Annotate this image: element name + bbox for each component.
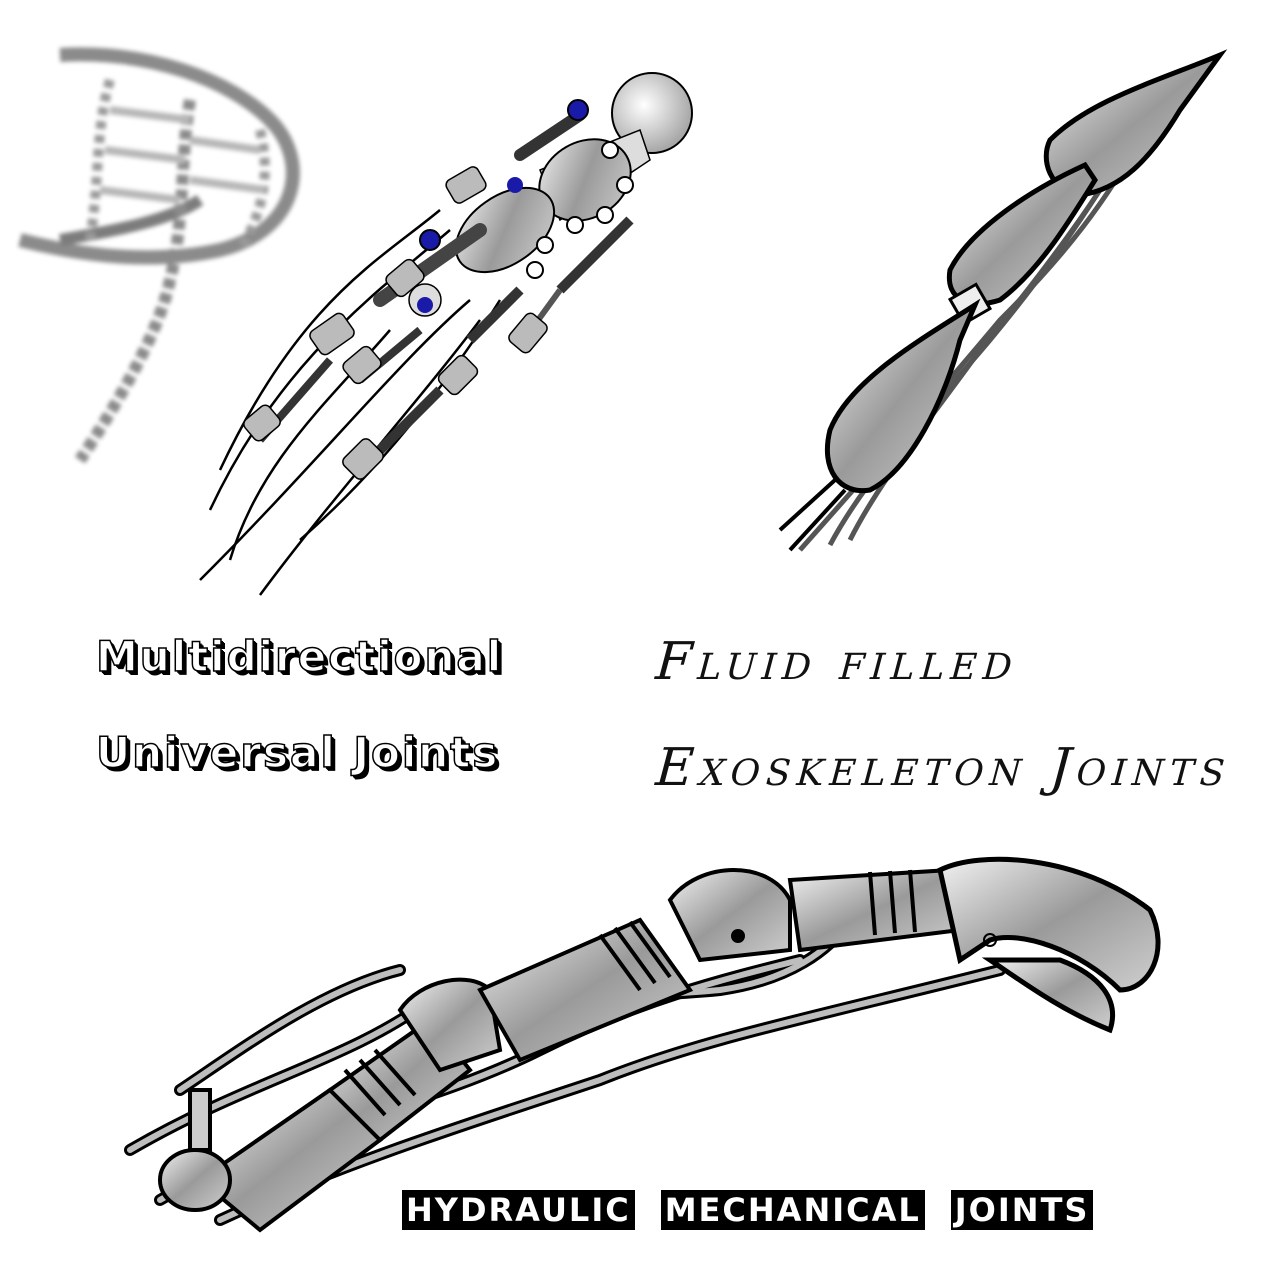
hydraulic-label-word-2: MECHANICAL (660, 1190, 925, 1230)
fluid-label-line1: Fluid filled (653, 632, 1021, 692)
universal-label-line2: Universal Joints (95, 727, 500, 778)
hydraulic-label-word-1: HYDRAULIC (402, 1190, 635, 1230)
hydraulic-arm-illustration (124, 856, 1161, 1233)
fluid-label-line2: Exoskeleton Joints (653, 738, 1233, 798)
universal-joint-arm-illustration (199, 72, 693, 596)
hydraulic-label-word-3: JOINTS (950, 1190, 1094, 1230)
hydraulic-label: HYDRAULIC MECHANICAL JOINTS (402, 1190, 1094, 1230)
universal-label-line1: Multidirectional (95, 631, 504, 682)
fluid-exoskeleton-limb-illustration (778, 49, 1228, 552)
dna-helix-illustration (18, 47, 300, 464)
